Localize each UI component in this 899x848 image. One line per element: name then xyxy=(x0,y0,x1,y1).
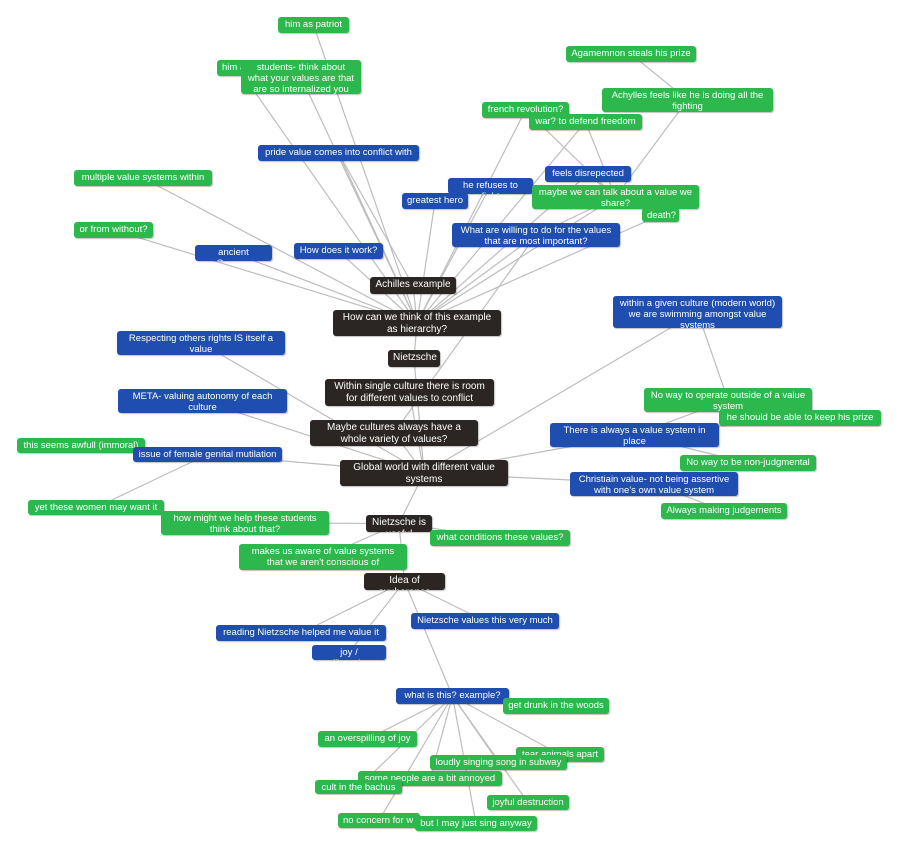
connection-line xyxy=(416,200,436,324)
connection-line xyxy=(403,581,454,697)
node-or-from-without[interactable]: or from without? xyxy=(74,222,153,238)
node-death[interactable]: death? xyxy=(642,208,679,222)
node-multiple-value-systems-within[interactable]: multiple value systems within xyxy=(74,170,212,186)
node-within-culture-swimming[interactable]: within a given culture (modern world) we… xyxy=(613,296,782,328)
node-talk-about-shared-value[interactable]: maybe we can talk about a value we share… xyxy=(532,185,699,209)
node-female-genital-mutilation[interactable]: issue of female genital mutilation xyxy=(133,447,282,462)
connection-line xyxy=(337,152,414,286)
node-war-defend-freedom[interactable]: war? to defend freedom xyxy=(529,114,642,130)
node-overspilling-of-joy[interactable]: an overspilling of joy xyxy=(318,731,417,747)
node-students-think-about-values[interactable]: students- think about what your values a… xyxy=(241,60,361,94)
node-greatest-hero[interactable]: greatest hero xyxy=(402,193,468,209)
node-keep-his-prize[interactable]: he should be able to keep his prize xyxy=(719,410,881,426)
connection-line xyxy=(378,695,454,821)
node-women-may-want-it[interactable]: yet these women may want it xyxy=(28,500,164,515)
node-global-world-value-systems[interactable]: Global world with different value system… xyxy=(340,460,508,486)
connection-line xyxy=(142,177,418,324)
node-get-drunk-in-woods[interactable]: get drunk in the woods xyxy=(503,698,609,714)
node-what-willing-to-do[interactable]: What are willing to do for the values th… xyxy=(452,223,620,247)
node-may-just-sing-anyway[interactable]: but I may just sing anyway xyxy=(415,816,537,831)
node-what-is-this-example[interactable]: what is this? example? xyxy=(396,688,509,704)
connection-line xyxy=(348,581,405,653)
node-single-culture-conflict[interactable]: Within single culture there is room for … xyxy=(325,379,494,406)
connection-line xyxy=(113,229,418,324)
node-christian-value[interactable]: Christiain value- not being assertive wi… xyxy=(570,472,738,496)
node-cult-in-bachus[interactable]: cult in the bachus xyxy=(315,780,402,794)
node-aware-of-value-systems[interactable]: makes us aware of value systems that we … xyxy=(239,544,407,570)
node-achylles-doing-all-fighting[interactable]: Achylles feels like he is doing all the … xyxy=(602,88,773,112)
node-joy-affirmation[interactable]: joy / affirmation xyxy=(312,645,386,660)
connection-line xyxy=(95,453,208,509)
connection-line xyxy=(416,234,537,324)
node-seems-awfull[interactable]: this seems awfull (immoral) xyxy=(17,438,145,453)
connection-line xyxy=(337,152,418,324)
node-nietzsche-values-this[interactable]: Nietzsche values this very much xyxy=(411,613,559,629)
connection-line xyxy=(423,311,698,474)
node-loudly-singing-subway[interactable]: loudly singing song in subway xyxy=(430,755,567,770)
node-pride-value-conflict[interactable]: pride value comes into conflict with xyxy=(258,145,419,161)
node-hierarchy-question[interactable]: How can we think of this example as hier… xyxy=(333,310,501,336)
node-meta-autonomy[interactable]: META- valuing autonomy of each culture xyxy=(118,389,287,413)
connection-line xyxy=(452,695,561,756)
connection-line xyxy=(584,121,617,198)
node-what-conditions-values[interactable]: what conditions these values? xyxy=(430,530,570,546)
node-how-does-it-work[interactable]: How does it work? xyxy=(294,243,383,259)
connection-line xyxy=(416,196,616,324)
node-him-as-patriot[interactable]: him as patriot xyxy=(278,17,349,33)
connection-line xyxy=(452,695,529,803)
node-respecting-rights-value[interactable]: Respecting others rights IS itself a val… xyxy=(117,331,285,355)
node-no-way-outside-system[interactable]: No way to operate outside of a value sys… xyxy=(644,388,812,412)
node-feels-disrepected[interactable]: feels disrepected xyxy=(545,166,631,182)
node-always-making-judgements[interactable]: Always making judgements xyxy=(661,503,787,519)
node-agamemnon-steals-prize[interactable]: Agamemnon steals his prize xyxy=(566,46,696,62)
node-help-students-think[interactable]: how might we help these students think a… xyxy=(161,511,329,535)
node-refuses-to-fight[interactable]: he refuses to fight xyxy=(448,178,533,194)
node-idea-of-exuberance[interactable]: Idea of exuberance xyxy=(364,573,445,590)
node-reading-nietzsche-helped[interactable]: reading Nietzsche helped me value it xyxy=(216,625,386,641)
node-no-way-non-judgmental[interactable]: No way to be non-judgmental xyxy=(680,455,816,471)
node-ancient-greece[interactable]: ancient Greece- xyxy=(195,245,272,261)
node-joyful-destruction[interactable]: joyful destruction xyxy=(487,795,569,810)
connection-line xyxy=(300,580,405,634)
node-achilles-example[interactable]: Achilles example xyxy=(370,277,456,294)
node-no-concern-for-w[interactable]: no concern for w xyxy=(338,813,420,828)
connection-line xyxy=(413,358,425,474)
node-cultures-variety-of-values[interactable]: Maybe cultures always have a whole varie… xyxy=(310,420,478,446)
connection-line xyxy=(200,342,425,474)
node-always-value-system[interactable]: There is always a value system in place xyxy=(550,423,719,447)
node-nietzsche[interactable]: Nietzsche xyxy=(388,350,440,367)
node-nietzsche-is-useful[interactable]: Nietzsche is useful xyxy=(366,515,432,532)
